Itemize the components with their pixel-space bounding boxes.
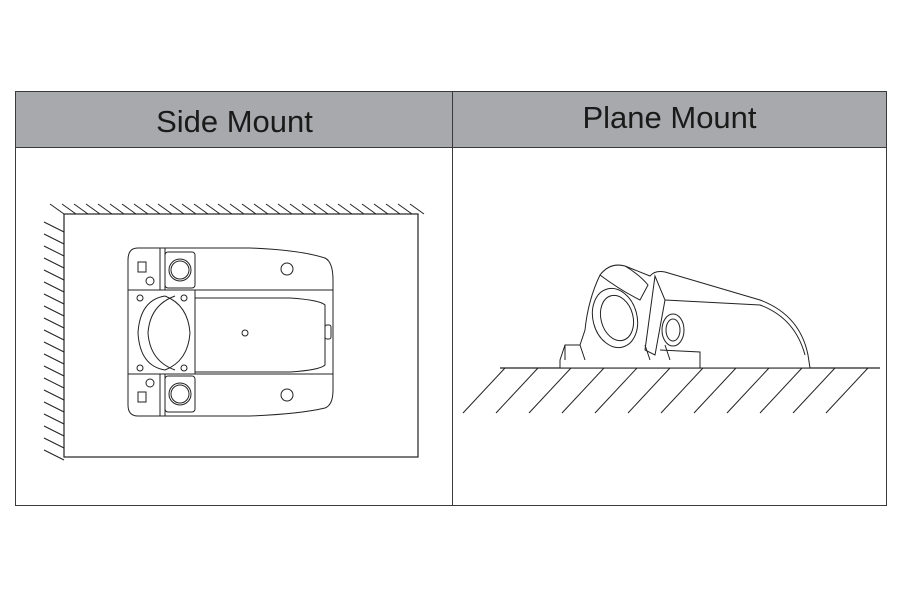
hatch-line <box>289 203 305 215</box>
hatch-line <box>205 203 221 215</box>
hatch-line <box>349 203 365 215</box>
hatch-line <box>397 203 413 215</box>
hatch-line <box>301 203 317 215</box>
hatch-line <box>73 203 89 215</box>
wall-hatching <box>43 203 425 461</box>
hatch-line <box>43 329 65 341</box>
hatch-line <box>594 367 638 414</box>
ground-hatching <box>462 367 869 414</box>
hatch-line <box>49 203 65 215</box>
hatch-line <box>385 203 401 215</box>
hatch-line <box>693 367 737 414</box>
side-mount-illustration <box>43 203 425 461</box>
hatch-line <box>43 449 65 461</box>
hatch-line <box>627 367 671 414</box>
hatch-line <box>181 203 197 215</box>
hatch-line <box>133 203 149 215</box>
side-mount-header: Side Mount <box>16 92 453 148</box>
hatch-line <box>825 367 869 414</box>
hatch-line <box>43 221 65 233</box>
column-divider <box>452 92 453 505</box>
hatch-line <box>43 377 65 389</box>
hatch-line <box>462 367 506 414</box>
hatch-line <box>43 413 65 425</box>
hatch-line <box>43 437 65 449</box>
hatch-line <box>121 203 137 215</box>
hatch-line <box>361 203 377 215</box>
hatch-line <box>660 367 704 414</box>
hatch-line <box>792 367 836 414</box>
hatch-line <box>337 203 353 215</box>
hatch-line <box>85 203 101 215</box>
hatch-line <box>157 203 173 215</box>
hatch-line <box>43 365 65 377</box>
hatch-line <box>43 389 65 401</box>
hatch-line <box>43 257 65 269</box>
hatch-line <box>97 203 113 215</box>
hatch-line <box>43 245 65 257</box>
hatch-line <box>528 367 572 414</box>
hatch-line <box>265 203 281 215</box>
hatch-line <box>325 203 341 215</box>
hatch-line <box>43 317 65 329</box>
hatch-line <box>61 203 77 215</box>
hatch-line <box>409 203 425 215</box>
hatch-line <box>109 203 125 215</box>
camera-side-view-icon <box>559 264 811 369</box>
hatch-line <box>169 203 185 215</box>
camera-top-view-icon <box>127 247 334 417</box>
hatch-line <box>43 341 65 353</box>
hatch-line <box>43 269 65 281</box>
hatch-line <box>217 203 233 215</box>
hatch-line <box>759 367 803 414</box>
hatch-line <box>313 203 329 215</box>
hatch-line <box>277 203 293 215</box>
plane-mount-illustration <box>462 264 880 414</box>
hatch-line <box>253 203 269 215</box>
hatch-line <box>43 353 65 365</box>
hatch-line <box>43 293 65 305</box>
hatch-line <box>43 281 65 293</box>
hatch-line <box>43 425 65 437</box>
hatch-line <box>561 367 605 414</box>
hatch-line <box>145 203 161 215</box>
hatch-line <box>193 203 209 215</box>
mount-options-table: Side Mount Plane Mount <box>15 91 887 506</box>
hatch-line <box>241 203 257 215</box>
hatch-line <box>373 203 389 215</box>
hatch-line <box>229 203 245 215</box>
hatch-line <box>495 367 539 414</box>
hatch-line <box>43 401 65 413</box>
plane-mount-header: Plane Mount <box>453 92 886 148</box>
hatch-line <box>726 367 770 414</box>
hatch-line <box>43 233 65 245</box>
hatch-line <box>43 305 65 317</box>
